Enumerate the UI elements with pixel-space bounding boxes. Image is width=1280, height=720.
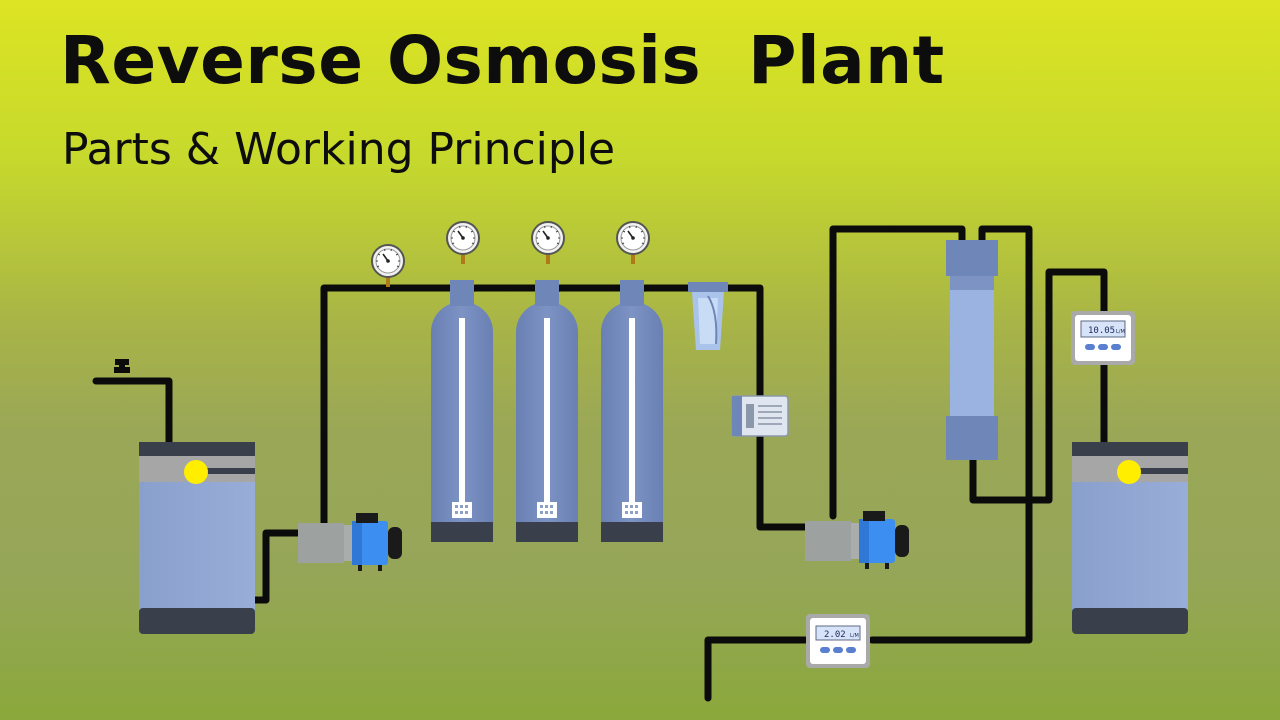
high-pressure-pump [805, 511, 909, 569]
feed-tank-outlet-pipe [251, 529, 304, 604]
carbon-filter-vessel [516, 280, 578, 542]
pressure-gauge-carbon-filter [531, 221, 565, 264]
pressure-gauge-softener [616, 221, 650, 264]
softener-vessel [601, 280, 663, 542]
tap-icon [114, 359, 130, 373]
feed-pump [298, 513, 402, 571]
ro-membrane-housing [946, 240, 998, 460]
product-flow-unit: L/M [1116, 329, 1125, 335]
pressure-gauge-feed [371, 244, 405, 287]
feed-pump-discharge-pipe [320, 284, 466, 527]
dosing-unit [731, 395, 789, 437]
level-indicator-icon [1117, 460, 1141, 484]
product-flow-value: 10.05 [1088, 326, 1115, 336]
permeate-pipe [969, 268, 1108, 504]
cartridge-filter [688, 282, 728, 350]
feed-water-tank [139, 442, 255, 634]
hp-pump-to-membrane-pipe [829, 225, 966, 520]
reject-flow-value: 2.02 [824, 630, 846, 640]
reject-flow-meter: 2.02 L/M [806, 614, 870, 668]
reject-pipe [868, 225, 1033, 644]
level-indicator-icon [184, 460, 208, 484]
product-flow-meter: 10.05 L/M [1071, 311, 1135, 365]
page-subtitle: Parts & Working Principle [62, 124, 616, 175]
reject-flow-unit: L/M [850, 633, 859, 639]
pressure-gauge-sand-filter [446, 221, 480, 264]
product-water-tank [1072, 442, 1188, 634]
sand-filter-vessel [431, 280, 493, 542]
page-title: Reverse Osmosis Plant [60, 22, 945, 99]
raw-water-inlet-pipe [92, 377, 173, 446]
reject-drain-pipe [704, 636, 810, 702]
